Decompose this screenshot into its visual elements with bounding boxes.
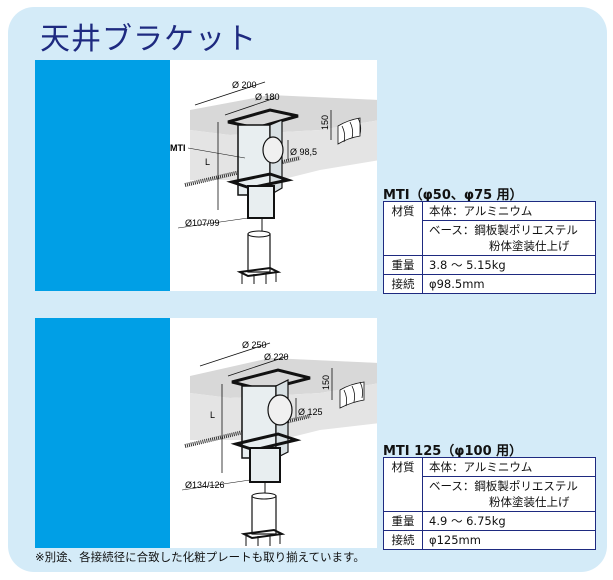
model-label: MTI — [170, 143, 186, 153]
product-photo-placeholder-1 — [35, 60, 170, 291]
material-base-2: 粉体塗装仕上げ — [489, 495, 570, 509]
dim-square-label: Ø134/126 — [185, 480, 225, 490]
weight-label: 重量 — [383, 255, 423, 275]
material-base-1: ベース：鋼板製ポリエステル — [429, 223, 578, 237]
material-body: 本体：アルミニウム — [422, 457, 596, 477]
weight-value: 3.8 ～ 5.15kg — [422, 255, 596, 275]
material-base-2: 粉体塗装仕上げ — [489, 239, 570, 253]
bracket-diagram-2: Ø 250 Ø 220 L 150 Ø 125 Ø134/126 — [181, 340, 377, 546]
dim-connection-label: Ø 98,5 — [290, 147, 317, 157]
material-base-1: ベース：鋼板製ポリエステル — [429, 479, 578, 493]
weight-value: 4.9 ～ 6.75kg — [422, 511, 596, 531]
dim-height-label: 150 — [321, 375, 331, 390]
product-photo-placeholder-2 — [35, 318, 170, 548]
connection-value: φ98.5mm — [422, 274, 596, 294]
weight-label: 重量 — [383, 511, 423, 531]
material-label: 材質 — [383, 201, 423, 221]
product-name-2: MTI 125（φ100 用） — [383, 444, 523, 459]
connection-value: φ125mm — [422, 530, 596, 550]
material-label: 材質 — [383, 457, 423, 477]
dim-length-label: L — [210, 410, 215, 420]
spec-table-1: 材質 本体：アルミニウム ベース：鋼板製ポリエステル粉体塗装仕上げ 重量 3.8… — [383, 201, 596, 294]
dim-inner-label: Ø 220 — [264, 352, 289, 362]
connection-label: 接続 — [383, 274, 423, 294]
dim-inner-label: Ø 180 — [255, 92, 280, 102]
dim-height-label: 150 — [320, 115, 330, 130]
dim-outer-label: Ø 200 — [232, 80, 257, 90]
spec-table-2: 材質 本体：アルミニウム ベース：鋼板製ポリエステル粉体塗装仕上げ 重量 4.9… — [383, 457, 596, 550]
connection-label: 接続 — [383, 530, 423, 550]
material-body: 本体：アルミニウム — [422, 201, 596, 221]
dim-outer-label: Ø 250 — [242, 340, 267, 350]
dim-connection-label: Ø 125 — [298, 407, 323, 417]
bracket-diagram-1: Ø 200 Ø 180 L 150 Ø 98,5 MTI Ø107/99 — [170, 80, 377, 284]
dim-square-label: Ø107/99 — [185, 218, 220, 228]
page-title: 天井ブラケット — [40, 22, 257, 57]
dim-length-label: L — [205, 157, 210, 167]
footnote: ※別途、各接続径に合致した化粧プレートも取り揃えています。 — [35, 550, 365, 564]
product-name-1: MTI（φ50、φ75 用） — [383, 188, 523, 203]
